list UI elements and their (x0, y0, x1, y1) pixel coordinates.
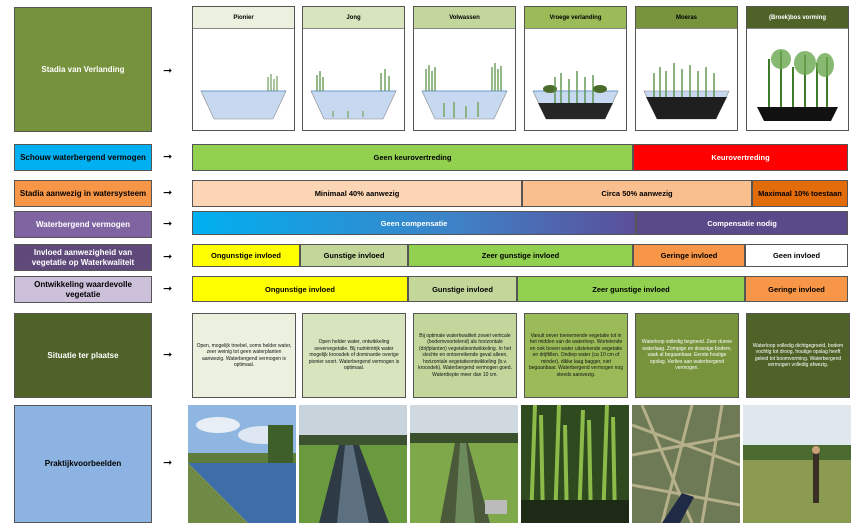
stage-title: Jong (303, 7, 404, 29)
photo-broekbos (743, 405, 851, 523)
invloed-zeer-gunstig: Zeer gunstige invloed (408, 244, 633, 267)
arrow-icon: ➞ (163, 151, 173, 163)
arrow-icon: ➞ (163, 65, 173, 77)
row-label-praktijk: Praktijkvoorbeelden (14, 405, 152, 523)
row-label-stadia: Stadia van Verlanding (14, 7, 152, 132)
row-label-ontwikkeling: Ontwikkeling waardevolle vegetatie (14, 276, 152, 303)
stage-broekbos-vorming: (Broek)bos vorming (746, 6, 849, 131)
row-label-waterbergend: Waterbergend vermogen (14, 211, 152, 238)
stage-title: Volwassen (414, 7, 515, 29)
situatie-volwassen: Bij optimale waterkwaliteit zowel vertic… (413, 313, 517, 398)
schouw-keurovertreding: Keurovertreding (633, 144, 848, 171)
arrow-icon: ➞ (163, 283, 173, 295)
waterbergend-compensatie-nodig: Compensatie nodig (636, 211, 848, 235)
ontwikkeling-gunstig: Gunstige invloed (408, 276, 517, 302)
row-label-schouw: Schouw waterbergend vermogen (14, 144, 152, 171)
stage-title: (Broek)bos vorming (747, 7, 848, 29)
situatie-broekbos: Waterloop volledig dichtgegroeid, bodem … (746, 313, 850, 398)
row-label-invloed: Invloed aanwezigheid van vegetatie op Wa… (14, 244, 152, 271)
stage-pionier: Pionier (192, 6, 295, 131)
stage-moeras: Moeras (635, 6, 738, 131)
stage-vroege-verlanding: Vroege verlanding (524, 6, 627, 131)
stage-volwassen: Volwassen (413, 6, 516, 131)
ontwikkeling-zeer-gunstig: Zeer gunstige invloed (517, 276, 745, 302)
invloed-ongunstig: Ongunstige invloed (192, 244, 300, 267)
photo-volwassen (410, 405, 518, 523)
arrow-icon: ➞ (163, 349, 173, 361)
stage-title: Pionier (193, 7, 294, 29)
row-label-situatie: Situatie ter plaatse (14, 313, 152, 398)
waterbergend-geen-compensatie: Geen compensatie (192, 211, 636, 235)
stage-title: Moeras (636, 7, 737, 29)
situatie-pionier: Open, mogelijk troebel, soms helder wate… (192, 313, 296, 398)
ontwikkeling-gering: Geringe invloed (745, 276, 848, 302)
invloed-geen: Geen invloed (745, 244, 848, 267)
photo-moeras (632, 405, 740, 523)
ontwikkeling-ongunstig: Ongunstige invloed (192, 276, 408, 302)
stage-jong: Jong (302, 6, 405, 131)
photo-pionier (188, 405, 296, 523)
arrow-icon: ➞ (163, 457, 173, 469)
aanwezig-circa-50: Circa 50% aanwezig (522, 180, 752, 207)
situatie-moeras: Waterloop volledig begroeid. Zeer dunne … (635, 313, 739, 398)
aanwezig-minimaal-40: Minimaal 40% aanwezig (192, 180, 522, 207)
schouw-geen-keurovertreding: Geen keurovertreding (192, 144, 633, 171)
invloed-gering: Geringe invloed (633, 244, 745, 267)
situatie-vroege-verlanding: Vanuit oever toenemende vegetatie tot in… (524, 313, 628, 398)
invloed-gunstig: Gunstige invloed (300, 244, 408, 267)
arrow-icon: ➞ (163, 218, 173, 230)
stage-title: Vroege verlanding (525, 7, 626, 29)
row-label-aanwezig: Stadia aanwezig in watersysteem (14, 180, 152, 207)
situatie-jong: Open helder water, ontwikkeling oeverveg… (302, 313, 406, 398)
aanwezig-maximaal-10: Maximaal 10% toestaan (752, 180, 848, 207)
photo-vroege-verlanding (521, 405, 629, 523)
arrow-icon: ➞ (163, 251, 173, 263)
arrow-icon: ➞ (163, 187, 173, 199)
photo-jong (299, 405, 407, 523)
